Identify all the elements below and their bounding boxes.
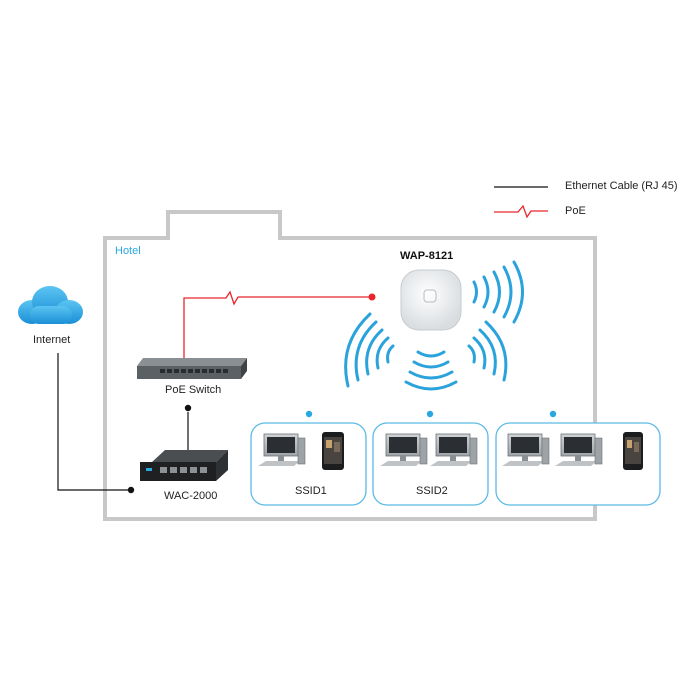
controller-icon <box>140 450 228 481</box>
controller-label: WAC-2000 <box>164 490 218 502</box>
poe-port-dot <box>368 293 376 301</box>
computer-icon <box>258 433 306 466</box>
legend-poe-line <box>494 204 548 219</box>
computer-icon <box>430 433 478 466</box>
computer-icon <box>502 433 550 466</box>
poe-switch-icon <box>137 358 247 379</box>
ssid1-label: SSID1 <box>295 485 327 497</box>
ssid-indicator-dot <box>549 410 557 418</box>
access-point-icon <box>400 269 462 331</box>
poe-switch-label: PoE Switch <box>165 384 222 396</box>
ethernet-port-dot <box>127 486 135 494</box>
poe-cable <box>183 290 372 362</box>
ethernet-port-dot <box>184 404 192 412</box>
phone-icon <box>322 432 344 470</box>
ssid2-label: SSID2 <box>416 485 448 497</box>
building-label: Hotel <box>115 245 141 257</box>
cloud-icon <box>18 286 83 324</box>
phone-icon <box>623 432 643 470</box>
computer-icon <box>380 433 428 466</box>
access-point-label: WAP-8121 <box>400 250 454 262</box>
ssid-indicator-dot <box>426 410 434 418</box>
building-outline <box>103 210 597 521</box>
wifi-signal-icon <box>344 260 524 391</box>
internet-label: Internet <box>33 334 71 346</box>
ssid-indicator-dot <box>305 410 313 418</box>
computer-icon <box>555 433 603 466</box>
legend <box>494 186 548 219</box>
legend-ethernet-label: Ethernet Cable (RJ 45) <box>565 180 678 192</box>
ethernet-cable-internet <box>57 353 130 491</box>
legend-poe-label: PoE <box>565 205 586 217</box>
